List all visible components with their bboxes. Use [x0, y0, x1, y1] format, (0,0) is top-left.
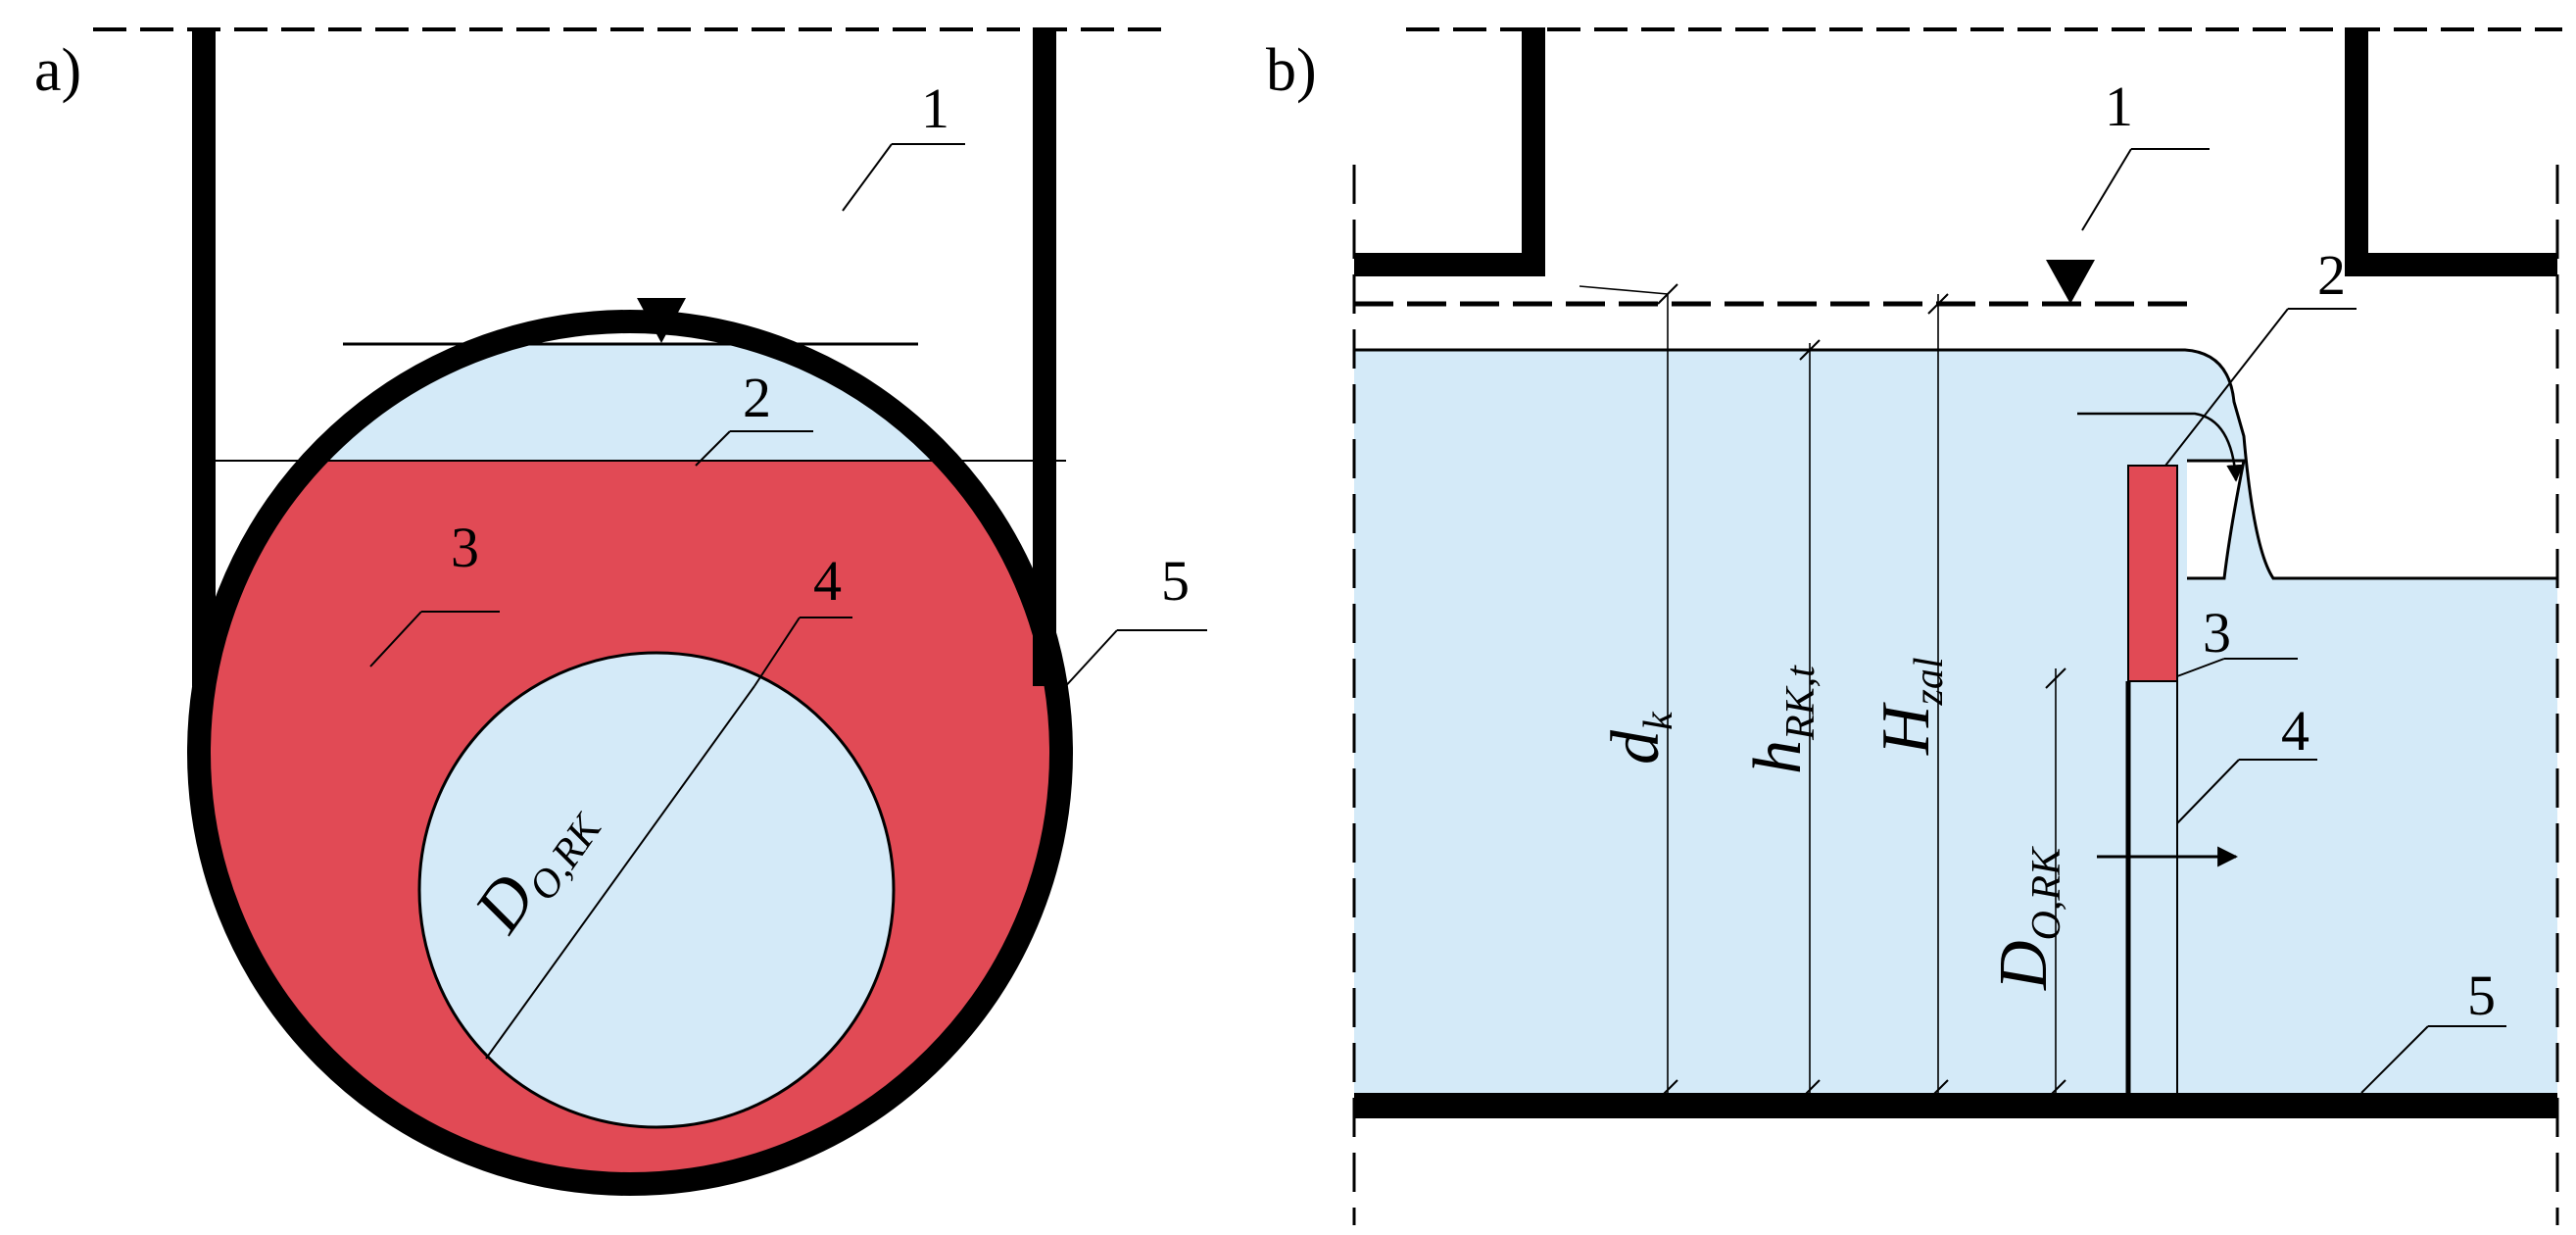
panel-b-bottom-ticks: [1657, 1079, 2066, 1101]
panel-a: a) DO,RK 1 2 3 4: [34, 27, 1207, 1196]
panel-b: b): [1266, 27, 2562, 1225]
panel-b-water-surface: [1354, 348, 2557, 580]
panel-b-callout-2: 2: [2317, 243, 2346, 307]
panel-a-label: a): [34, 37, 81, 104]
panel-b-callout-3: 3: [2203, 601, 2231, 665]
panel-b-leader-1-slant: [2081, 148, 2132, 231]
panel-a-opening-circle: [417, 651, 896, 1129]
panel-a-callout-1: 1: [921, 76, 949, 140]
panel-b-shaft-right-wall: [2345, 27, 2557, 276]
panel-b-leader-2-slant: [2164, 308, 2289, 467]
panel-a-leader-5-slant: [1060, 629, 1118, 692]
panel-b-dim-do-tick: [2045, 667, 2066, 689]
panel-b-leader-4-slant: [2176, 759, 2240, 824]
panel-b-water-level-icon: [2046, 260, 2095, 304]
panel-b-gate: [2127, 465, 2178, 682]
panel-b-symbol-do: DO,RK: [1986, 846, 2069, 991]
panel-a-callout-5: 5: [1161, 549, 1190, 613]
panel-a-leader-1-slant: [842, 143, 893, 212]
panel-a-leader-3-slant: [369, 611, 422, 667]
panel-b-leader-3-slant: [2176, 658, 2225, 677]
panel-b-callout-5: 5: [2467, 963, 2496, 1027]
panel-b-leader-5-slant: [2360, 1025, 2429, 1094]
panel-a-leader-4-slant: [753, 617, 801, 687]
panel-b-dim-hzal-tick: [1927, 293, 1949, 315]
panel-b-callout-4: 4: [2281, 699, 2309, 763]
panel-b-shaft-left-wall: [1354, 27, 1545, 276]
panel-b-dim-hrk-tick: [1799, 339, 1821, 361]
panel-b-dim-dk-tick: [1657, 283, 1678, 305]
panel-a-leader-2-slant: [695, 430, 731, 467]
panel-a-callout-3: 3: [451, 516, 479, 579]
panel-a-callout-4: 4: [813, 549, 842, 613]
panel-a-diameter-line: [485, 685, 755, 1060]
panel-b-symbol-hzal: Hzal: [1869, 657, 1952, 756]
panel-b-symbol-dk: dk: [1598, 711, 1681, 765]
panel-a-culvert-wall: [187, 310, 1073, 1196]
panel-b-water-body: [1354, 350, 2557, 1093]
panel-b-overflow-arrow-icon: [2077, 412, 2244, 482]
panel-b-dim-dk-extension: [1579, 285, 1669, 295]
panel-b-air-pocket: [2187, 461, 2244, 578]
panel-b-symbol-hrk: hRK,t: [1740, 665, 1823, 774]
panel-b-callout-1: 1: [2105, 74, 2133, 138]
panel-b-label: b): [1266, 37, 1317, 104]
panel-a-callout-2: 2: [743, 366, 771, 429]
